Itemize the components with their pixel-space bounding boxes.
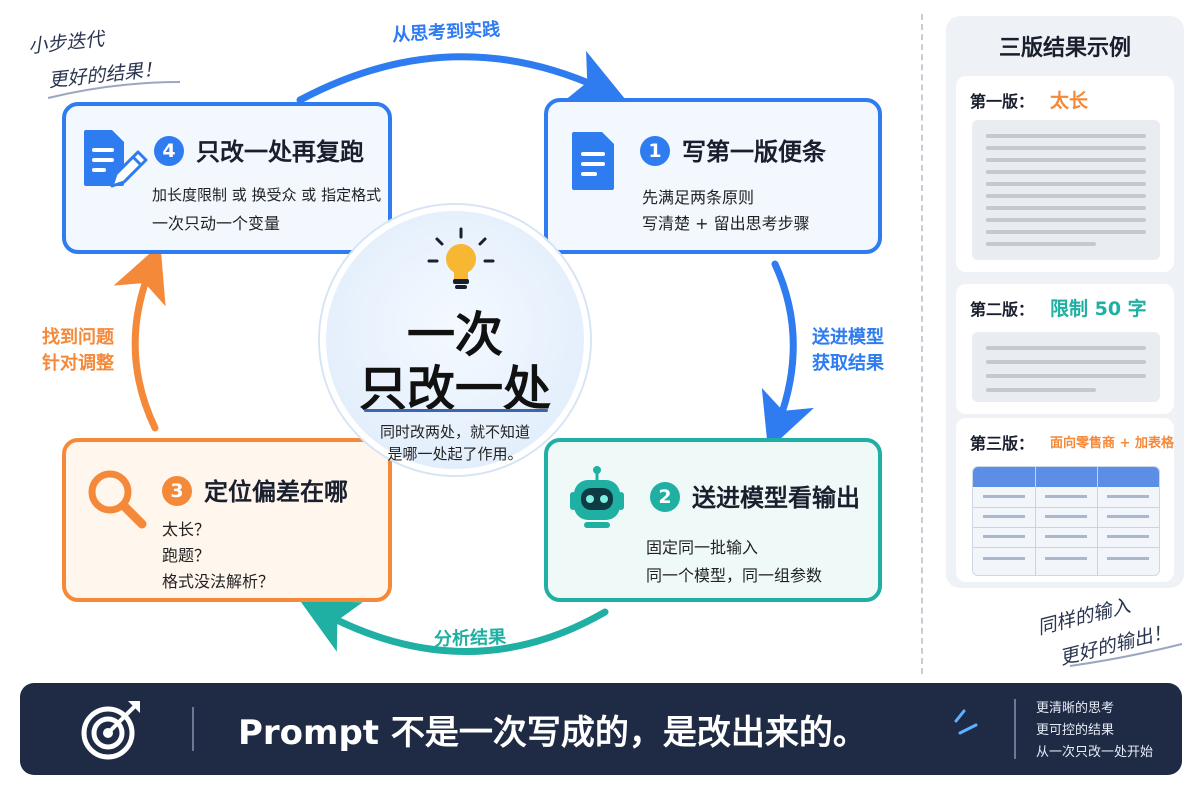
step-line-4-1: 加长度限制 或 换受众 或 指定格式 [152, 186, 382, 204]
version-card-2: 第二版： 限制 50 字 [956, 284, 1174, 414]
version-label-1: 第一版： [970, 92, 1035, 111]
step-line-4-2: 一次只动一个变量 [152, 214, 281, 233]
panel-title: 三版结果示例 [998, 36, 1131, 61]
step-line-2-1: 固定同一批输入 [646, 538, 759, 557]
version-card-1: 第一版： 太长 [956, 76, 1174, 272]
bottom-banner: Prompt 不是一次写成的，是改出来的。 更清晰的思考 更可控的结果 从一次只… [20, 683, 1182, 775]
version-label-3: 第三版： [970, 434, 1035, 453]
center-divider [364, 409, 548, 412]
vertical-divider [921, 14, 923, 674]
versions-panel: 三版结果示例 第一版： 太长 第二版： 限制 50 字 第三版： [946, 16, 1184, 588]
cycle-arrows [113, 50, 815, 655]
magnifier-icon [88, 470, 147, 529]
version-preview-1 [972, 120, 1160, 260]
step-card-3: 3 定位偏差在哪 太长？ 跑题？ 格式没法解析？ [62, 438, 392, 602]
lightbulb-icon [427, 227, 495, 289]
center-circle: 一次 只改一处 同时改两处，就不知道 是哪一处起了作用。 [320, 205, 590, 475]
banner-headline: Prompt 不是一次写成的，是改出来的。 [238, 713, 867, 753]
arrow-left [113, 243, 166, 432]
center-title-line-2: 只改一处 [358, 361, 551, 417]
step-line-1-1: 先满足两条原则 [642, 188, 755, 207]
target-icon [81, 701, 140, 760]
step-line-3-2: 跑题？ [162, 546, 211, 565]
arrow-label-right-1: 送进模型 [812, 327, 884, 348]
step-title-3: 定位偏差在哪 [204, 478, 348, 506]
top-left-note-underline [47, 81, 181, 99]
step-title-4: 只改一处再复跑 [196, 138, 364, 166]
document-icon [572, 132, 614, 190]
version-preview-table [972, 466, 1160, 576]
arrow-right [761, 260, 815, 451]
step-card-2: 2 送进模型看输出 固定同一批输入 同一个模型，同一组参数 [544, 438, 882, 602]
step-badge-4: 4 [154, 136, 184, 166]
banner-separator-left [192, 707, 194, 751]
banner-separator-right [1014, 699, 1016, 759]
version-label-2: 第二版： [970, 300, 1035, 319]
center-title-line-1: 一次 [406, 307, 503, 363]
version-value-3: 面向零售商 + 加表格 [1050, 436, 1174, 451]
arrow-bottom [300, 601, 609, 655]
arrow-label-left-1: 找到问题 [42, 327, 114, 348]
version-card-3: 第三版： 面向零售商 + 加表格 [956, 418, 1174, 582]
step-line-1-2: 写清楚 + 留出思考步骤 [642, 214, 810, 233]
step-line-3-3: 格式没法解析？ [162, 572, 275, 591]
center-note-line-2: 是哪一处起了作用。 [387, 445, 523, 463]
bottom-right-note-underline [1069, 643, 1183, 667]
banner-side-line-2: 更可控的结果 [1036, 723, 1115, 738]
step-line-3-1: 太长？ [162, 520, 211, 539]
banner-side-line-3: 从一次只改一处开始 [1036, 745, 1154, 760]
center-note-line-1: 同时改两处，就不知道 [379, 423, 530, 441]
step-title-2: 送进模型看输出 [692, 484, 860, 512]
arrow-label-bottom: 分析结果 [433, 626, 507, 651]
step-badge-1: 1 [640, 136, 670, 166]
step-badge-3: 3 [162, 476, 192, 506]
step-line-2-2: 同一个模型，同一组参数 [646, 566, 823, 585]
version-preview-2 [972, 332, 1160, 402]
version-value-1: 太长 [1050, 90, 1089, 112]
arrow-label-left-2: 针对调整 [42, 353, 114, 374]
step-card-4: 4 只改一处再复跑 加长度限制 或 换受众 或 指定格式 一次只动一个变量 [62, 102, 392, 254]
step-badge-2: 2 [650, 482, 680, 512]
edit-document-icon [84, 130, 148, 188]
step-card-1: 1 写第一版便条 先满足两条原则 写清楚 + 留出思考步骤 [544, 98, 882, 254]
arrow-label-right-2: 获取结果 [812, 353, 884, 374]
robot-icon [570, 466, 624, 528]
arrow-top [296, 50, 626, 104]
sparkle-icon [954, 709, 978, 735]
banner-side-line-1: 更清晰的思考 [1036, 701, 1115, 716]
version-value-2: 限制 50 字 [1050, 298, 1147, 320]
step-title-1: 写第一版便条 [682, 138, 826, 166]
